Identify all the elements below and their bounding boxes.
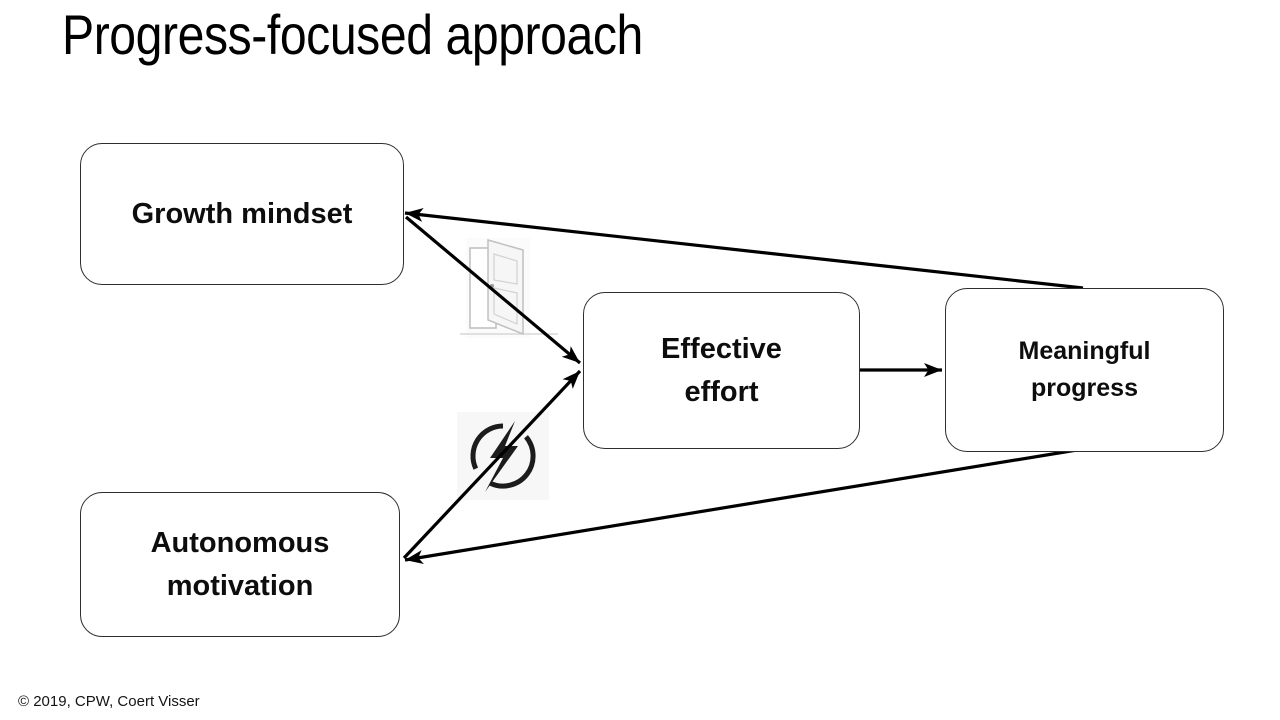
node-meaningful-progress-label: Meaningful progress bbox=[1018, 336, 1151, 403]
edge-meaningful-to-autonomous bbox=[404, 447, 1084, 564]
node-effective-effort: Effective effort bbox=[583, 292, 860, 449]
node-autonomous-motivation: Autonomous motivation bbox=[80, 492, 400, 637]
edge-growth-to-effective bbox=[404, 215, 582, 365]
slide-title: Progress-focused approach bbox=[62, 2, 737, 67]
copyright-text: © 2019, CPW, Coert Visser bbox=[18, 693, 200, 710]
node-effective-effort-label: Effective effort bbox=[661, 333, 782, 408]
node-autonomous-motivation-label: Autonomous motivation bbox=[150, 527, 330, 602]
edge-autonomous-to-effective bbox=[402, 369, 582, 560]
node-growth-mindset-label: Growth mindset bbox=[131, 197, 353, 230]
node-growth-mindset: Growth mindset bbox=[80, 143, 404, 285]
open-door-icon bbox=[460, 239, 558, 336]
edge-meaningful-to-growth bbox=[404, 208, 1084, 290]
node-meaningful-progress: Meaningful progress bbox=[945, 288, 1224, 452]
slide-title-text: Progress-focused approach bbox=[62, 3, 643, 66]
